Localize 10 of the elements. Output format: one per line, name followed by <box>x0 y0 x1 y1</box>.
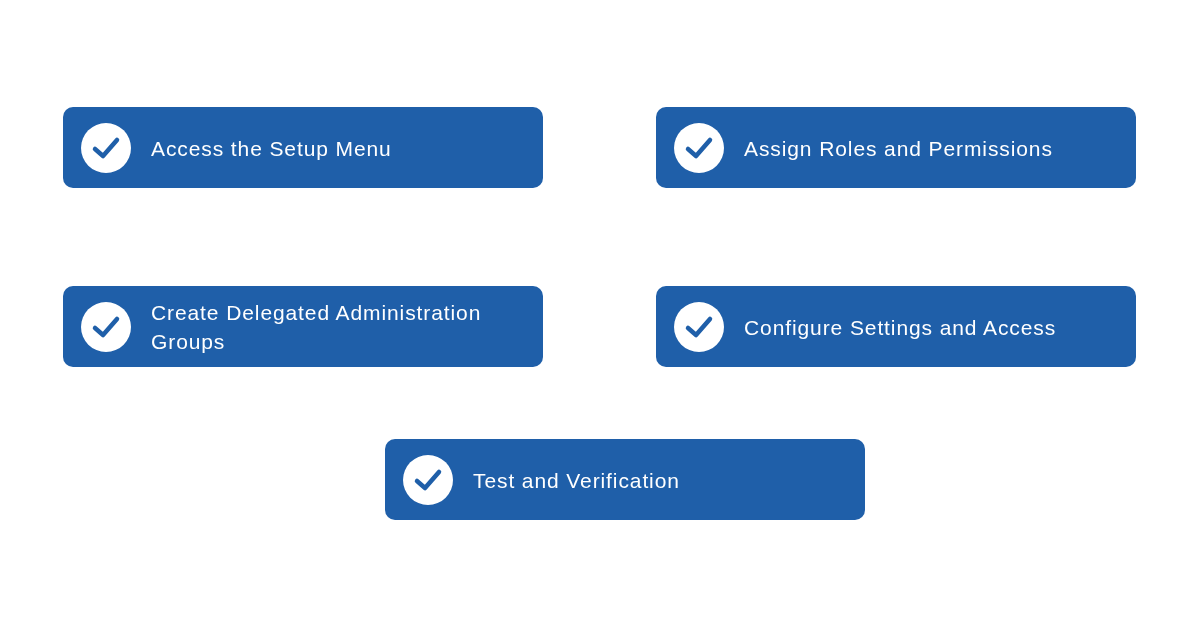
step-box <box>63 107 543 188</box>
step-box <box>63 286 543 367</box>
step-box <box>656 107 1136 188</box>
step-text: Create Delegated Administration Groups <box>151 299 483 355</box>
step-text: Test and Verification <box>473 467 681 493</box>
step-text: Access the Setup Menu <box>151 135 393 162</box>
step-text: Configure Settings and Access <box>744 314 1058 341</box>
step-box <box>656 286 1136 367</box>
step-box <box>385 439 865 520</box>
step-text: Assign Roles and Permissions <box>744 135 1054 162</box>
